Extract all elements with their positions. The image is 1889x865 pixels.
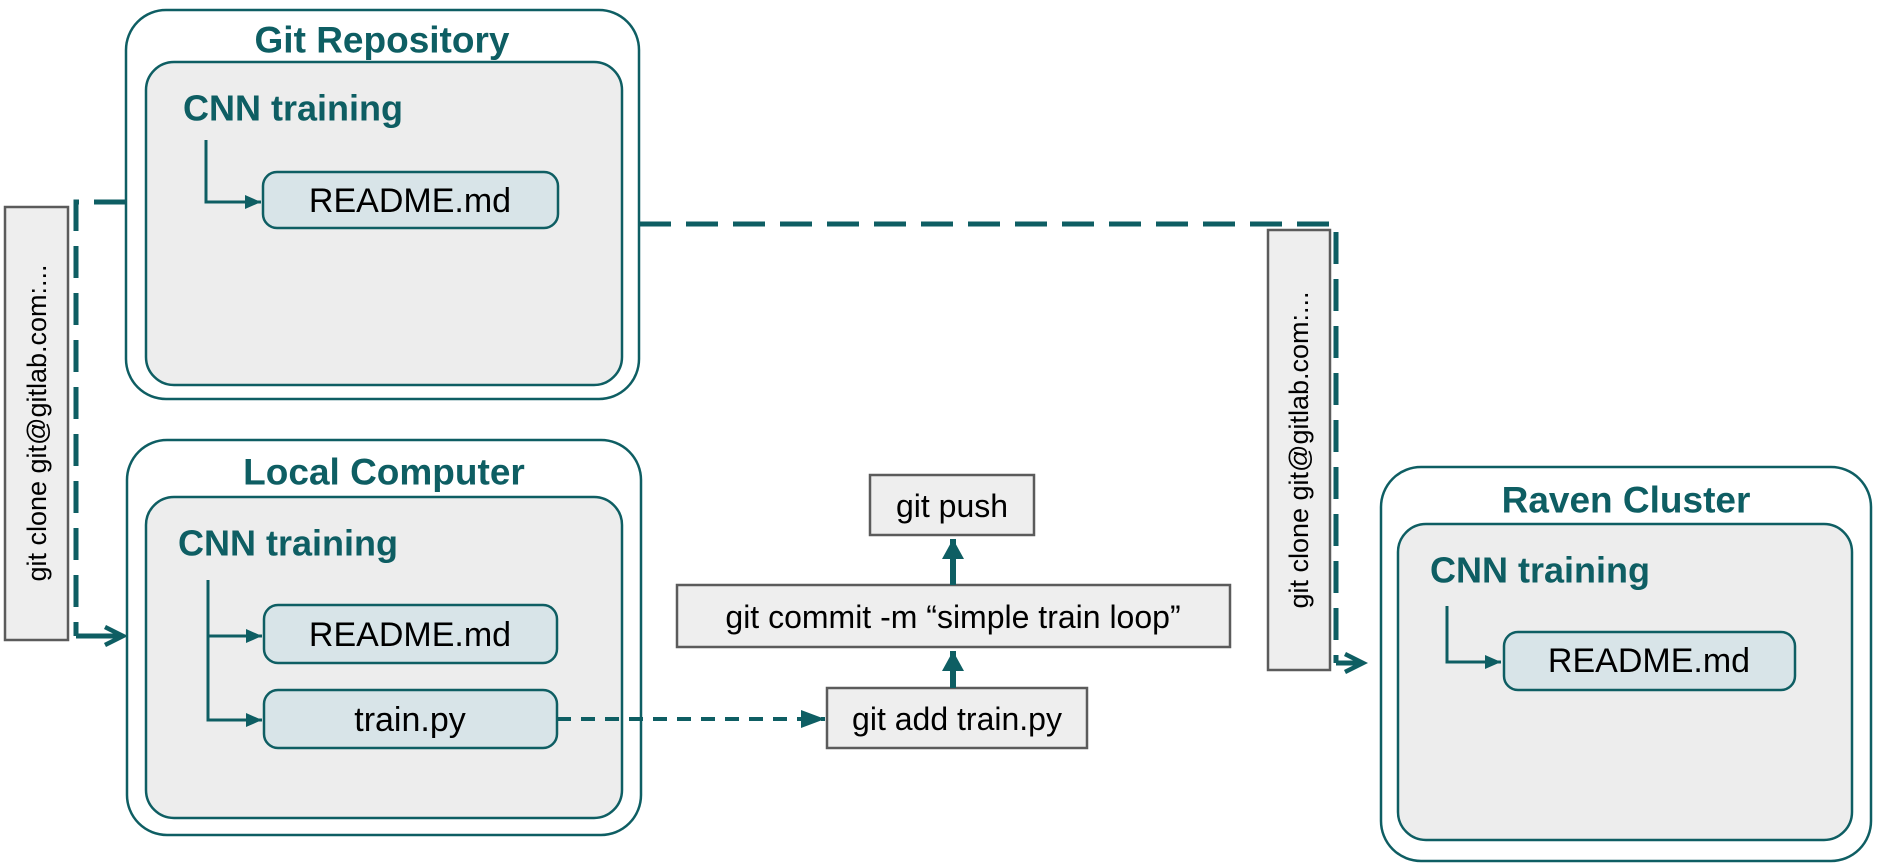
clone-right-dashed-path	[639, 221, 1339, 663]
git-repository-title: Git Repository	[255, 20, 510, 61]
local-computer-node: Local Computer CNN training README.md tr…	[125, 438, 643, 837]
git-push-box	[868, 473, 1036, 537]
local-computer-tree-connector	[206, 580, 262, 727]
git-repository-tree-connector	[204, 140, 261, 209]
local-computer-title: Local Computer	[243, 452, 525, 493]
clone-right-connector: git clone git@gitlab.com:...	[639, 221, 1363, 672]
raven-cluster-node: Raven Cluster CNN training README.md	[1379, 465, 1873, 863]
local-computer-readme-file	[262, 603, 559, 665]
local-computer-folder-label: CNN training	[178, 523, 398, 564]
git-add-label: git add train.py	[852, 701, 1062, 737]
git-add-box	[825, 686, 1089, 750]
git-commit-label: git commit -m “simple train loop”	[725, 599, 1180, 635]
raven-cluster-title: Raven Cluster	[1502, 480, 1751, 521]
git-push-label: git push	[896, 488, 1008, 524]
git-repository-readme-label: README.md	[309, 182, 511, 220]
clone-left-label-box	[3, 205, 70, 642]
git-repository-folder-label: CNN training	[183, 88, 403, 129]
raven-cluster-tree-connector	[1445, 606, 1501, 669]
git-repository-readme-file	[261, 170, 560, 230]
clone-left-connector: git clone git@gitlab.com:...	[3, 199, 126, 642]
clone-right-label: git clone git@gitlab.com:...	[1284, 291, 1314, 608]
git-commit-box	[675, 583, 1232, 649]
local-computer-trainpy-label: train.py	[354, 701, 466, 739]
local-computer-readme-label: README.md	[309, 616, 511, 654]
git-repository-node: Git Repository CNN training README.md	[124, 8, 641, 401]
clone-right-label-box	[1266, 228, 1332, 672]
raven-cluster-readme-label: README.md	[1548, 642, 1750, 680]
clone-left-label: git clone git@gitlab.com:...	[22, 264, 52, 581]
raven-cluster-readme-file	[1502, 630, 1797, 692]
raven-cluster-folder-label: CNN training	[1430, 550, 1650, 591]
clone-left-dashed-path	[73, 199, 126, 636]
command-flow: git add train.py git commit -m “simple t…	[557, 473, 1232, 750]
